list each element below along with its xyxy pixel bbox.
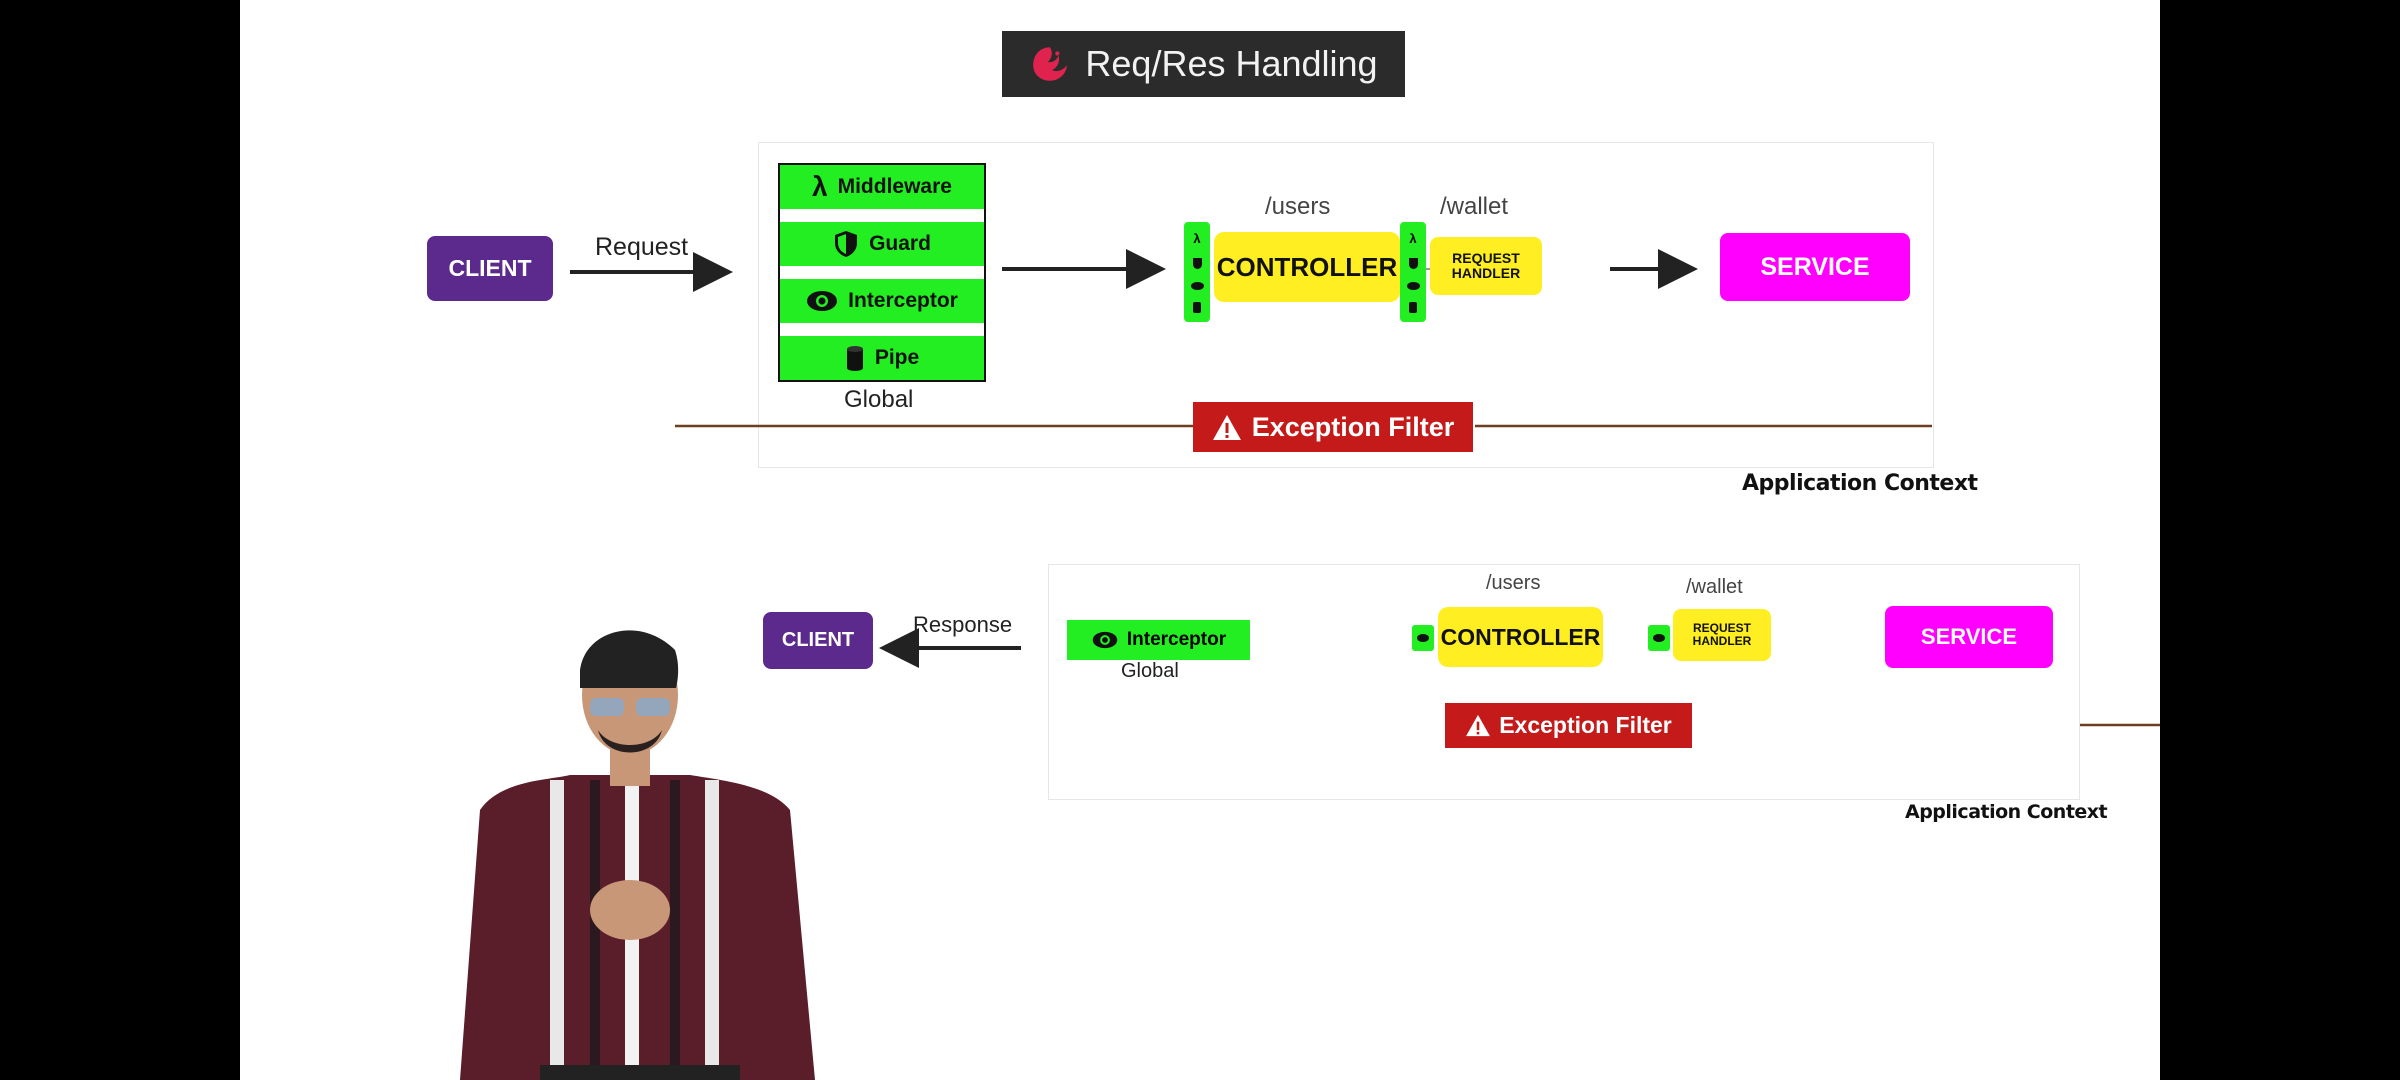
stack-item-guard: Guard xyxy=(780,222,984,266)
response-interceptor-box: Interceptor xyxy=(1067,620,1250,660)
cylinder-icon xyxy=(1193,301,1201,313)
stack-item-middleware: λ Middleware xyxy=(780,165,984,209)
request-arrow-label: Request xyxy=(595,233,689,261)
request-service-box: SERVICE xyxy=(1720,233,1910,301)
response-context-label: Application Context xyxy=(1905,801,2108,823)
response-service-label: SERVICE xyxy=(1920,624,2018,649)
request-handler-route: /wallet xyxy=(1440,193,1509,220)
shield-icon xyxy=(1192,258,1202,270)
response-controller-label: CONTROLLER xyxy=(1440,623,1601,650)
response-exception-filter: Exception Filter xyxy=(1445,703,1692,748)
request-context-label: Application Context xyxy=(1742,471,1978,496)
stack-item-interceptor: Interceptor xyxy=(780,279,984,323)
lambda-icon: λ xyxy=(1193,231,1201,247)
request-handler-label: REQUEST HANDLER xyxy=(1451,249,1521,281)
response-handler-strip xyxy=(1648,625,1670,651)
eye-icon xyxy=(1417,634,1429,642)
request-controller-route: /users xyxy=(1265,193,1331,220)
stack-label-interceptor: Interceptor xyxy=(848,289,958,312)
request-exception-label: Exception Filter xyxy=(1251,411,1455,442)
eye-icon xyxy=(1653,634,1665,642)
response-controller-strip xyxy=(1412,625,1434,651)
response-client-box: CLIENT xyxy=(763,612,873,669)
response-service-box: SERVICE xyxy=(1885,606,2053,668)
nestjs-logo xyxy=(1033,47,1068,81)
warning-icon xyxy=(1212,414,1241,440)
request-handler-box: REQUEST HANDLER xyxy=(1430,237,1542,295)
request-client-box: CLIENT xyxy=(427,236,553,301)
response-interceptor-label: Interceptor xyxy=(1126,629,1227,650)
shield-icon xyxy=(835,231,858,257)
response-context-panel xyxy=(1048,564,2080,800)
response-handler-label: REQUEST HANDLER xyxy=(1692,620,1752,648)
title-bar: Req/Res Handling xyxy=(1002,31,1405,97)
stack-label-guard: Guard xyxy=(869,232,931,255)
eye-icon xyxy=(1190,281,1204,290)
request-service-label: SERVICE xyxy=(1760,252,1870,281)
shield-icon xyxy=(1408,258,1418,270)
response-exception-label: Exception Filter xyxy=(1499,712,1672,738)
warning-icon xyxy=(1466,714,1491,737)
page-title: Req/Res Handling xyxy=(1085,43,1378,84)
response-handler-route: /wallet xyxy=(1686,576,1743,598)
stack-label-middleware: Middleware xyxy=(837,175,952,198)
cylinder-icon xyxy=(1409,301,1417,313)
stack-label-pipe: Pipe xyxy=(874,346,920,369)
stack-item-pipe: Pipe xyxy=(780,336,984,380)
request-global-label: Global xyxy=(844,386,914,413)
lambda-icon: λ xyxy=(812,171,828,202)
global-stack: λ Middleware Guard Interceptor Pipe xyxy=(778,163,986,382)
presenter-video xyxy=(460,630,815,1080)
request-handler-strip: λ xyxy=(1400,222,1426,322)
response-global-label: Global xyxy=(1121,660,1179,682)
response-controller-box: CONTROLLER xyxy=(1438,607,1603,667)
eye-icon xyxy=(807,291,838,311)
response-client-label: CLIENT xyxy=(781,629,855,651)
request-controller-box: CONTROLLER xyxy=(1214,232,1400,302)
request-client-label: CLIENT xyxy=(448,255,532,281)
slide: Req/Res Handling CLIENT Request λ Middle… xyxy=(240,0,2160,1080)
response-controller-route: /users xyxy=(1486,572,1541,594)
eye-icon xyxy=(1406,281,1420,290)
response-arrow-label: Response xyxy=(913,612,1013,637)
request-controller-strip: λ xyxy=(1184,222,1210,322)
lambda-icon: λ xyxy=(1409,231,1417,247)
response-handler-box: REQUEST HANDLER xyxy=(1673,609,1771,661)
eye-icon xyxy=(1092,631,1118,649)
cylinder-icon xyxy=(846,346,863,371)
request-exception-filter: Exception Filter xyxy=(1193,402,1473,452)
request-controller-label: CONTROLLER xyxy=(1216,251,1398,282)
